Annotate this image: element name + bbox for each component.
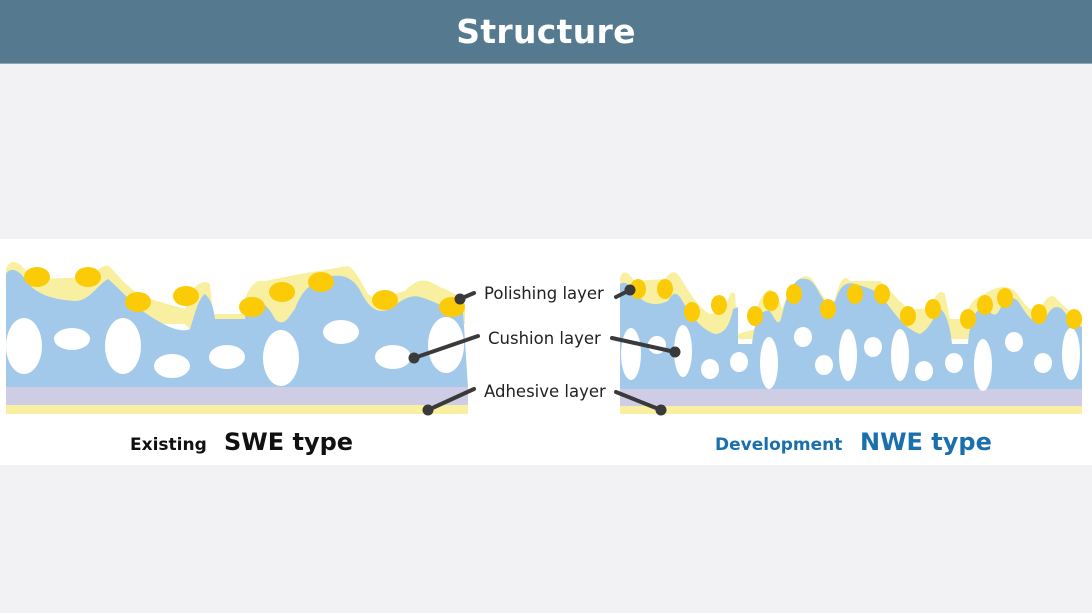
nwe-caption-name: NWE type xyxy=(860,428,992,456)
nwe-adhesive-bottom xyxy=(620,406,1082,414)
leader-polishing-left xyxy=(454,291,476,305)
swe-adhesive-bottom xyxy=(6,405,468,414)
leader-cushion-right xyxy=(610,336,681,358)
header-bar: Structure xyxy=(0,0,1092,64)
leader-adhesive-right xyxy=(614,390,667,416)
swe-adhesive-top xyxy=(6,387,468,405)
leader-polishing-right xyxy=(614,284,636,299)
cushion-layer-label: Cushion layer xyxy=(488,329,601,348)
structure-comparison-panel: Polishing layer Cushion layer Adhesive l… xyxy=(0,239,1092,465)
nwe-abrasive-particles xyxy=(630,279,1082,329)
layer-diagram xyxy=(6,261,1082,416)
polishing-layer-label: Polishing layer xyxy=(484,284,604,303)
nwe-caption-prefix: Development xyxy=(715,435,843,455)
swe-cushion-voids xyxy=(6,317,464,386)
adhesive-layer-label: Adhesive layer xyxy=(484,382,606,401)
nwe-adhesive-top xyxy=(620,389,1082,406)
swe-structure xyxy=(6,261,468,414)
leader-cushion-left xyxy=(408,334,480,364)
nwe-structure xyxy=(620,272,1082,414)
swe-caption-prefix: Existing xyxy=(130,435,207,455)
leader-adhesive-left xyxy=(422,387,476,416)
swe-caption-name: SWE type xyxy=(224,428,354,456)
page-title: Structure xyxy=(456,12,636,51)
